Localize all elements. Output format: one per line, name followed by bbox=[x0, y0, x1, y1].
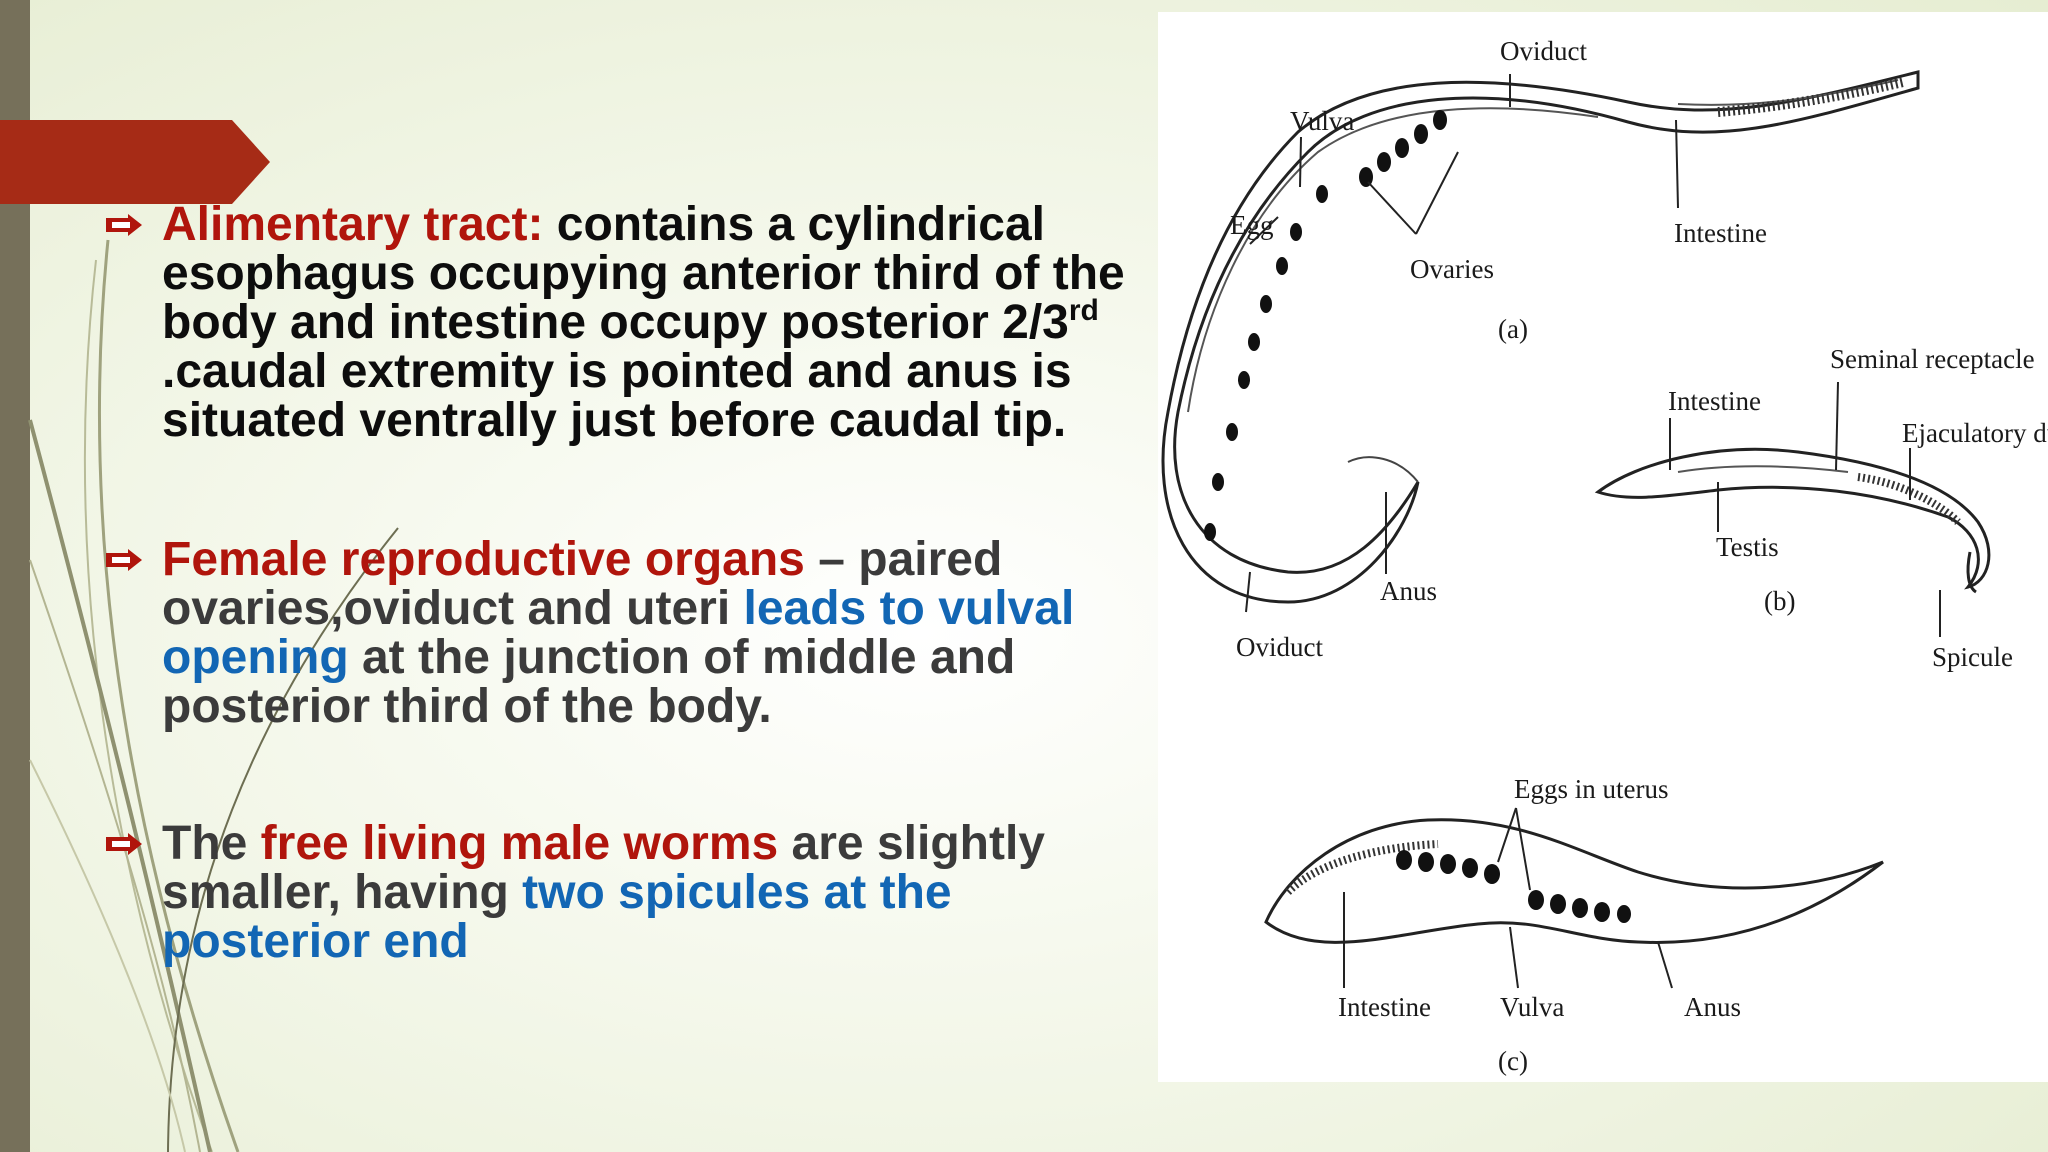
bullet-heading: Alimentary tract: bbox=[162, 198, 544, 251]
bullet-text: are slightly smaller, having bbox=[162, 817, 1045, 919]
leader-lines-b bbox=[1669, 381, 1941, 637]
worm-b-drawing bbox=[1594, 447, 1991, 594]
label-b-ejaculatory-duct: Ejaculatory duct bbox=[1902, 418, 2048, 448]
bullet-alimentary-tract: Alimentary tract: contains a cylindrical… bbox=[104, 200, 1144, 445]
bullet-male-worms: The free living male worms are slightly … bbox=[104, 819, 1144, 966]
eggs-c bbox=[1396, 850, 1631, 923]
bullet-text: contains a cylindrical esophagus occupyi… bbox=[162, 198, 1125, 349]
bullet-prefix: The bbox=[162, 817, 261, 870]
arrow-bullet-icon bbox=[106, 833, 142, 855]
bullet-female-reproductive: Female reproductive organs – paired ovar… bbox=[104, 535, 1144, 731]
title-arrow-banner bbox=[0, 120, 270, 204]
bullet-highlight: leads to vulval opening bbox=[162, 582, 1075, 684]
label-a-egg: Egg bbox=[1230, 210, 1274, 240]
worm-c-drawing bbox=[1264, 818, 1884, 944]
label-b-seminal-receptacle: Seminal receptacle bbox=[1830, 344, 2035, 374]
bullet-heading: Female reproductive organs bbox=[162, 533, 805, 586]
label-c-anus: Anus bbox=[1684, 992, 1741, 1022]
label-c-eggs-in-uterus: Eggs in uterus bbox=[1514, 774, 1669, 804]
nematode-anatomy-figure: Oviduct Vulva Egg Ovaries Intestine (a) … bbox=[1158, 12, 2048, 1082]
bullet-text-continued: at the junction of middle and posterior … bbox=[162, 631, 1016, 733]
arrow-bullet-icon bbox=[106, 549, 142, 571]
eggs-a bbox=[1204, 110, 1447, 541]
label-a-anus: Anus bbox=[1380, 576, 1437, 606]
label-a-ovaries: Ovaries bbox=[1410, 254, 1494, 284]
bullet-heading: free living male worms bbox=[260, 817, 779, 870]
leader-lines-a bbox=[1245, 74, 1679, 613]
arrow-bullet-icon bbox=[106, 214, 142, 236]
bullet-text-continued: .caudal extremity is pointed and anus is… bbox=[162, 345, 1072, 447]
label-c-intestine: Intestine bbox=[1338, 992, 1431, 1022]
caption-c: (c) bbox=[1498, 1046, 1528, 1076]
leader-lines-c bbox=[1343, 807, 1673, 989]
label-b-spicule: Spicule bbox=[1932, 642, 2013, 672]
label-b-testis: Testis bbox=[1716, 532, 1779, 562]
ordinal-superscript: rd bbox=[1068, 294, 1099, 327]
label-a-intestine: Intestine bbox=[1674, 218, 1767, 248]
decorative-swoosh-lines bbox=[28, 239, 399, 1152]
label-a-oviduct-top: Oviduct bbox=[1500, 36, 1587, 66]
bullet-text: – paired ovaries,oviduct and uteri bbox=[162, 533, 1003, 635]
label-b-intestine: Intestine bbox=[1668, 386, 1761, 416]
bullet-list: Alimentary tract: contains a cylindrical… bbox=[104, 200, 1144, 966]
caption-a: (a) bbox=[1498, 314, 1528, 344]
label-a-oviduct-bottom: Oviduct bbox=[1236, 632, 1323, 662]
caption-b: (b) bbox=[1764, 586, 1795, 616]
label-c-vulva: Vulva bbox=[1500, 992, 1564, 1022]
nematode-diagram: Oviduct Vulva Egg Ovaries Intestine (a) … bbox=[1161, 36, 2048, 1076]
bullet-highlight: two spicules at the posterior end bbox=[162, 866, 952, 968]
worm-a-drawing bbox=[1161, 70, 1920, 604]
label-a-vulva: Vulva bbox=[1290, 106, 1354, 136]
